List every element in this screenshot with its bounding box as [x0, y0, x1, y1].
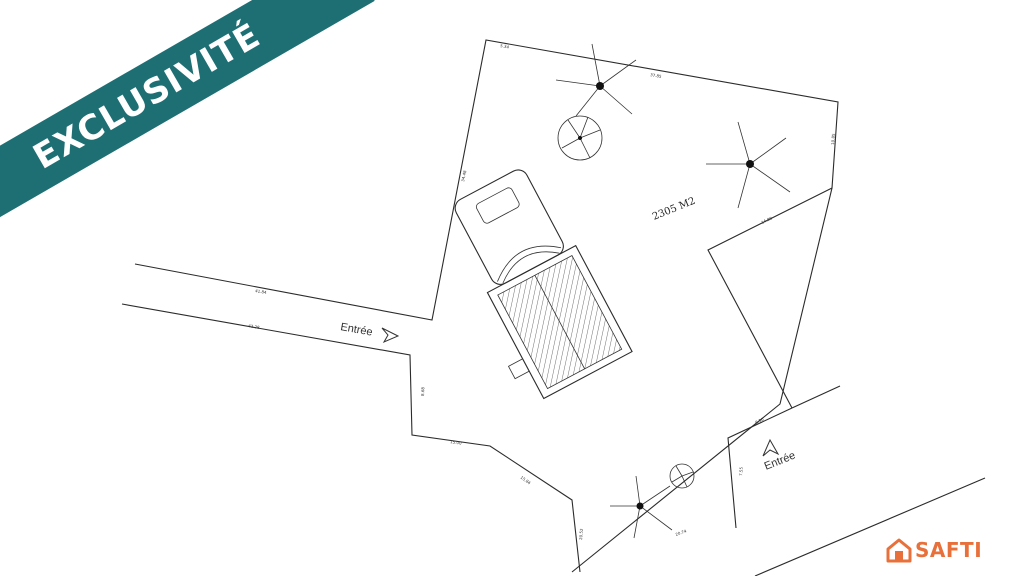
dimension-label: 41.84	[255, 288, 268, 295]
house-steps	[507, 358, 530, 380]
dimension-label: 14.00	[760, 215, 773, 225]
house-main-block	[486, 244, 633, 400]
dimension-label: 20.52	[578, 528, 584, 540]
house-logo-icon	[886, 538, 912, 563]
house	[454, 169, 633, 400]
lower-road-edge	[754, 477, 986, 576]
dimension-label: 10.85	[830, 133, 836, 145]
safti-logo: SAFTI	[886, 537, 982, 563]
dimension-label: 15.84	[519, 475, 532, 486]
dimension-label: 15.00	[450, 439, 462, 446]
entrance-arrow-icon	[762, 438, 780, 457]
house-curve-2	[502, 251, 560, 284]
tree-star-icon	[706, 121, 791, 209]
right-road-edge	[791, 385, 841, 409]
entrance-label: Entrée	[763, 450, 798, 473]
dimension-label: 42.28	[248, 323, 261, 330]
tree-star-icon	[610, 475, 673, 539]
entrance-arrow-icon	[381, 327, 400, 344]
area-label: 2305 M2	[651, 196, 697, 223]
dimension-label: 20.74	[675, 528, 688, 537]
dimension-label: 6.50	[754, 416, 765, 424]
house-curve	[497, 245, 562, 282]
dimension-label: 8.68	[420, 387, 425, 397]
tree-star-icon	[555, 43, 637, 117]
roof-ridge	[534, 275, 585, 370]
dimension-label: 5.34	[500, 43, 510, 50]
entrance-label: Entrée	[339, 321, 373, 338]
logo-text: SAFTI	[915, 538, 983, 562]
house-window	[475, 187, 520, 224]
parcel-outline	[134, 39, 839, 573]
shrub-icon	[557, 115, 603, 161]
dimension-label: 34.48	[460, 170, 467, 183]
parcel-lower-outline	[121, 303, 581, 573]
right-entry-lines	[727, 407, 793, 529]
shrub-icon	[669, 463, 695, 489]
parcel-right-notch	[707, 187, 833, 409]
dimension-label: 7.55	[738, 466, 744, 476]
parcel-boundary	[121, 39, 986, 576]
dimension-label: 37.85	[650, 72, 663, 79]
